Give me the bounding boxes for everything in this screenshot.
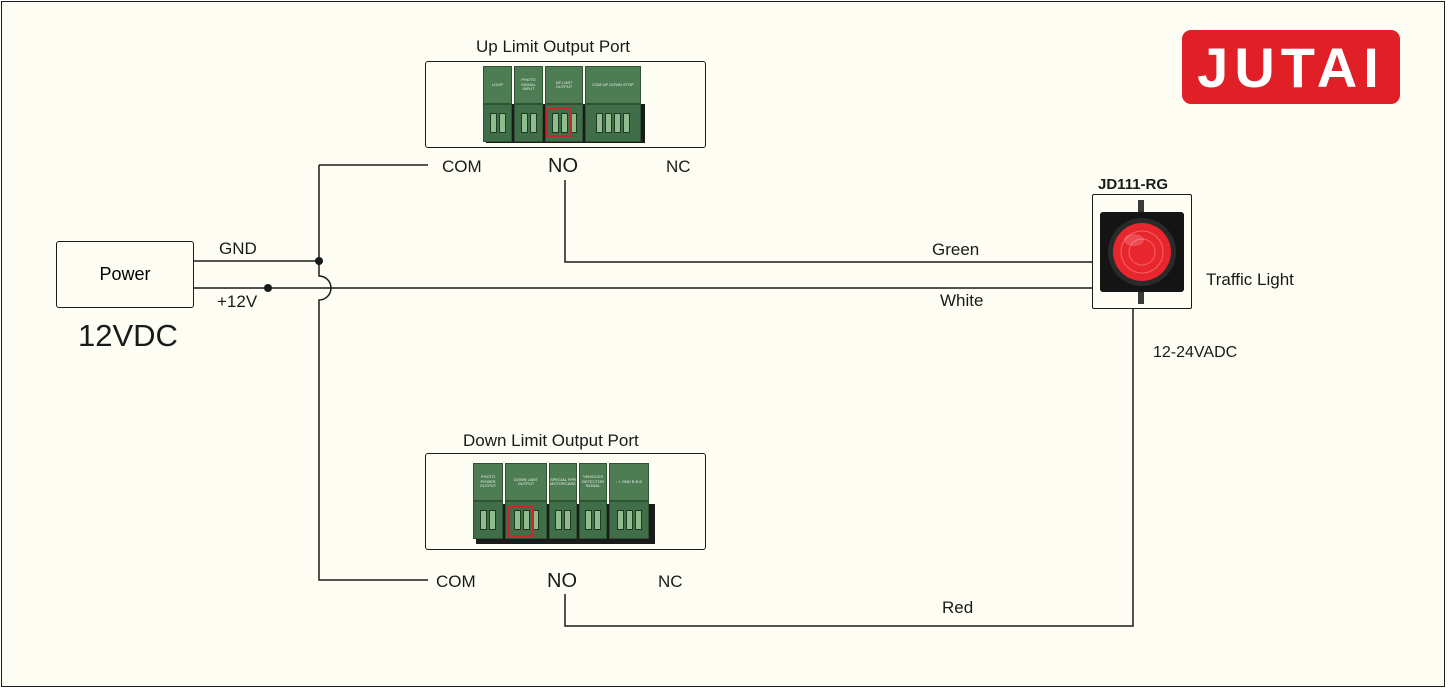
up-block-label: COM UP DOWN STOP [585, 66, 641, 104]
down-block-label: PHOTO POWER OUTPUT [473, 463, 503, 501]
up-port-title: Up Limit Output Port [476, 37, 631, 56]
white-wire-label: White [940, 291, 984, 310]
gnd-label: GND [219, 239, 257, 258]
up-block-label: LOOP [483, 66, 512, 104]
up-nc-label: NC [666, 157, 691, 176]
down-block-label: SPECIAL FPR MOTORCARE [549, 463, 577, 501]
plus12v-label: +12V [217, 292, 258, 311]
down-block-label: VEHICLES DETECTOR SIGNAL [579, 463, 607, 501]
traffic-light-model: JD111-RG [1098, 176, 1169, 193]
jutai-logo: JUTAI [1182, 30, 1400, 104]
power-label: Power [99, 264, 151, 284]
traffic-light-voltage: 12-24VADC [1153, 344, 1238, 361]
power-voltage-label: 12VDC [78, 318, 178, 353]
down-port-title: Down Limit Output Port [463, 431, 639, 450]
down-nc-label: NC [658, 572, 683, 591]
plus12v-junction-dot [264, 284, 272, 292]
traffic-light-icon [1100, 200, 1184, 304]
power-supply-box: Power [56, 241, 194, 308]
traffic-light-label: Traffic Light [1206, 270, 1294, 289]
green-wire-label: Green [932, 240, 980, 259]
down-block-label: DOWN LIMIT OUTPUT [505, 463, 547, 501]
up-terminal-block: LOOP PHOTO SIGNAL INPUT UP LIMIT OUTPUT … [483, 66, 643, 142]
down-block-label: - + GND B B B [609, 463, 649, 501]
com-bus-wire [318, 165, 428, 581]
down-com-label: COM [436, 572, 476, 591]
gnd-junction-dot [315, 257, 323, 265]
green-wire [564, 180, 1093, 263]
up-com-label: COM [442, 157, 482, 176]
down-terminal-block: PHOTO POWER OUTPUT DOWN LIMIT OUTPUT SPE… [473, 463, 651, 539]
up-block-label: PHOTO SIGNAL INPUT [514, 66, 543, 104]
down-no-label: NO [547, 570, 577, 592]
red-wire [564, 309, 1134, 627]
up-limit-highlight [546, 108, 572, 137]
up-no-label: NO [548, 155, 578, 177]
red-wire-label: Red [942, 598, 974, 617]
up-block-label: UP LIMIT OUTPUT [545, 66, 583, 104]
down-limit-highlight [507, 506, 534, 537]
